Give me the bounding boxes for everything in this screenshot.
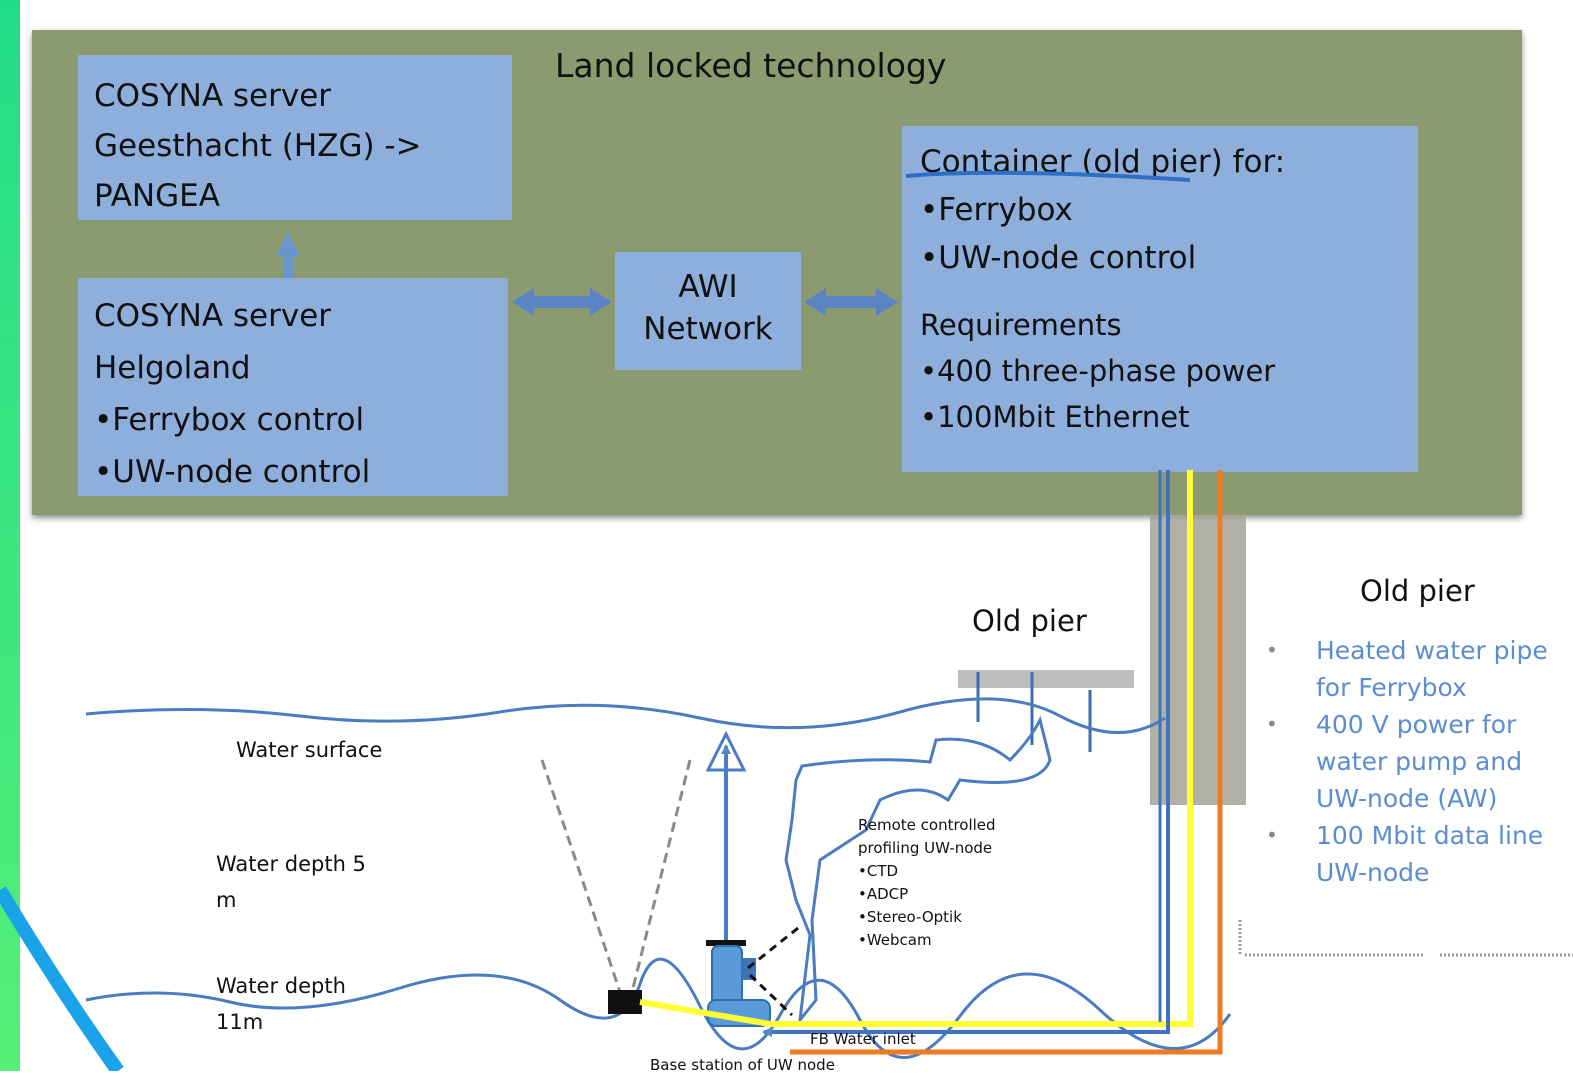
base-station-label: Base station of UW node <box>650 1056 835 1074</box>
blue-cable <box>762 470 1170 1037</box>
up-arrow <box>276 232 300 278</box>
label-line: •Webcam <box>858 931 932 949</box>
corner-accent <box>0 886 124 1071</box>
panel-title: Land locked technology <box>555 46 947 85</box>
pier-bullet-list: • Heated water pipe for Ferrybox • 400 V… <box>1258 632 1573 891</box>
label-line: •Stereo-Optik <box>858 908 962 926</box>
camera-box <box>608 990 642 1014</box>
cosyna-geesthacht-box: COSYNA server Geesthacht (HZG) -> PANGEA <box>78 55 512 220</box>
requirements-title: Requirements <box>920 308 1122 342</box>
uw-node-outline <box>784 715 1052 1026</box>
box-line: •UW-node control <box>94 454 371 490</box>
box-line: •Ferrybox <box>920 192 1073 228</box>
label-line: m <box>216 888 237 912</box>
old-pier-label-right: Old pier <box>1360 574 1475 608</box>
seabed-line <box>85 957 1232 1059</box>
uw-node-base <box>706 940 771 1027</box>
box-line: PANGEA <box>94 178 220 214</box>
label-line: •ADCP <box>858 885 909 903</box>
label-line: Remote controlled <box>858 816 996 834</box>
separator-lines <box>1238 920 1573 957</box>
bullet-item: • 400 V power for water pump and UW-node… <box>1258 706 1573 817</box>
box-line: •Ferrybox control <box>94 402 365 438</box>
orange-cable <box>790 470 1223 1055</box>
bullet-dot: • <box>1266 712 1278 736</box>
container-box: Container (old pier) for: •Ferrybox •UW-… <box>902 126 1418 472</box>
sensor-lines <box>747 926 799 1017</box>
box-line: •UW-node control <box>920 240 1197 276</box>
double-arrow-right <box>804 288 898 316</box>
pier-deck <box>958 670 1134 688</box>
label-line: Water depth <box>216 974 346 998</box>
camera-cone <box>540 759 692 993</box>
left-accent-strip <box>0 0 20 1071</box>
bullet-text: Heated water pipe for Ferrybox <box>1316 636 1548 702</box>
box-line: COSYNA server <box>94 78 332 114</box>
label-line: •CTD <box>858 862 899 880</box>
water-surface-line <box>85 697 1166 734</box>
bullet-item: • 100 Mbit data line UW-node <box>1258 817 1573 891</box>
label-line: profiling UW-node <box>858 839 993 857</box>
bullet-dot: • <box>1266 638 1278 662</box>
water-depth-11-label: Water depth 11m <box>216 968 346 1040</box>
double-arrow-left <box>512 288 612 316</box>
yellow-cable <box>639 470 1193 1027</box>
requirements-block: Requirements •400 three-phase power •100… <box>920 302 1400 440</box>
water-depth-5-label: Water depth 5 m <box>216 846 366 918</box>
bullet-text: 100 Mbit data line UW-node <box>1316 821 1544 887</box>
water-surface-label: Water surface <box>236 738 383 762</box>
box-line: Network <box>643 311 773 347</box>
box-line: Helgoland <box>94 350 251 386</box>
cable-shaft <box>1150 515 1246 805</box>
label-line: 11m <box>216 1010 264 1034</box>
bullet-item: • Heated water pipe for Ferrybox <box>1258 632 1573 706</box>
uw-node-description: Remote controlled profiling UW-node •CTD… <box>858 814 996 952</box>
awi-network-box: AWI Network <box>615 252 801 370</box>
requirement-item: •100Mbit Ethernet <box>920 400 1190 434</box>
cosyna-helgoland-box: COSYNA server Helgoland •Ferrybox contro… <box>78 278 508 496</box>
bullet-dot: • <box>1266 823 1278 847</box>
box-line: COSYNA server <box>94 298 332 334</box>
box-line: Geesthacht (HZG) -> <box>94 128 422 164</box>
label-line: Water depth 5 <box>216 852 366 876</box>
bullet-text: 400 V power for water pump and UW-node (… <box>1316 710 1523 813</box>
fb-water-inlet-label: FB Water inlet <box>810 1030 916 1048</box>
box-line: AWI <box>678 269 738 305</box>
requirement-item: •400 three-phase power <box>920 354 1276 388</box>
old-pier-label-center: Old pier <box>972 604 1087 638</box>
underline-mark <box>905 170 1191 182</box>
